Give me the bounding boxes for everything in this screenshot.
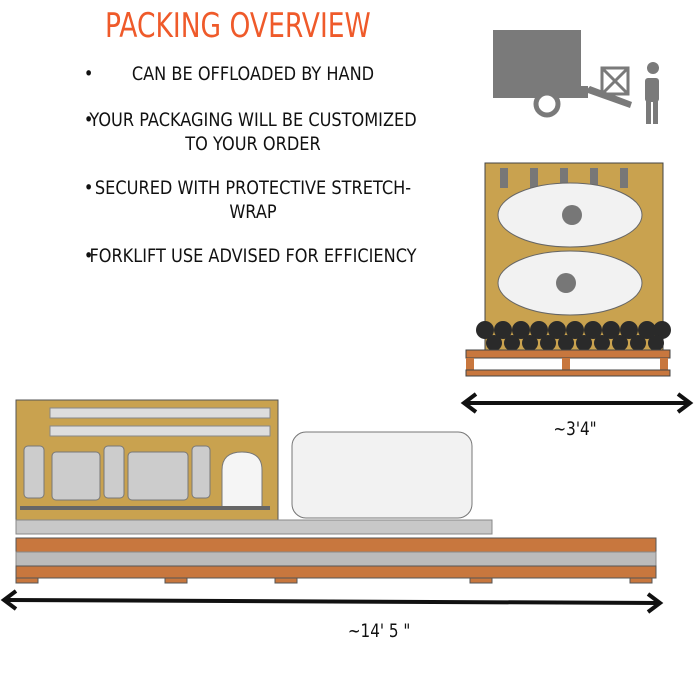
list-item: CAN BE OFFLOADED BY HAND [84,62,419,86]
pallet-side-view [15,399,657,584]
page-title: PACKING OVERVIEW [105,6,371,46]
truck-unloading-icon [493,30,659,124]
length-dimension-label: ~14' 5 " [347,620,411,642]
length-dimension-arrow [0,589,664,614]
width-dimension-label: ~3'4" [553,418,597,440]
list-item: YOUR PACKAGING WILL BE CUSTOMIZED TO YOU… [84,108,419,156]
width-dimension-arrow [460,392,694,414]
pallet-end-view [465,162,671,377]
list-item: SECURED WITH PROTECTIVE STRETCH-WRAP [84,176,419,224]
feature-list: CAN BE OFFLOADED BY HAND YOUR PACKAGING … [58,62,448,268]
list-item: FORKLIFT USE ADVISED FOR EFFICIENCY [84,244,419,268]
